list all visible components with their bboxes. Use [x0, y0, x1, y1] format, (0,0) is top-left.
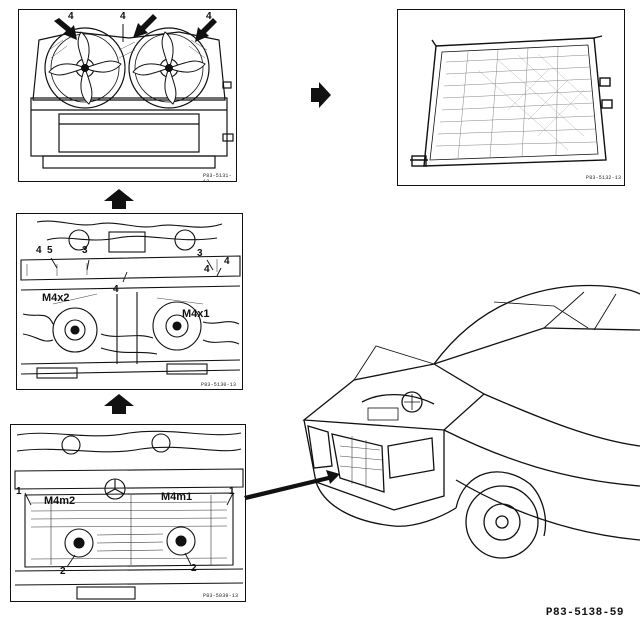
label-fan-motor-m4m2: M4m2 [44, 495, 76, 507]
front-grille-drawing [14, 430, 244, 600]
callout-2-right: 2 [191, 563, 197, 574]
callout-2-left: 2 [60, 566, 66, 577]
car-overview-drawing [244, 284, 640, 559]
panel-fan-assembly: 4 4 4 P83-5131-13 [18, 9, 237, 182]
fan-assembly-drawing [30, 14, 234, 169]
engine-bay-drawing [20, 220, 241, 379]
callout-4-center: 4 [120, 11, 126, 22]
callout-1-right: 1 [229, 486, 235, 497]
panel-reference-code: P83-5039-13 [203, 593, 239, 599]
callout-4-upper-left: 4 [36, 245, 42, 256]
panel-reference-code: P83-5132-13 [586, 175, 622, 181]
figure-reference-code: P83-5138-59 [545, 607, 624, 619]
callout-1-left: 1 [16, 486, 22, 497]
callout-5: 5 [47, 245, 53, 256]
panel-condenser: P83-5132-13 [397, 9, 625, 186]
callout-4-right: 4 [206, 11, 212, 22]
callout-4-mid-right: 4 [204, 264, 210, 275]
callout-4-center: 4 [113, 284, 119, 295]
panel-reference-code: P83-5130-13 [201, 382, 237, 388]
arrow-right-icon [311, 82, 331, 108]
callout-4-left: 4 [68, 11, 74, 22]
arrow-up-icon [104, 189, 134, 209]
callout-4-right: 4 [224, 256, 230, 267]
panel-engine-bay: 4 5 3 3 4 4 4 M4x2 M4x1 P83-5130-13 [16, 213, 243, 390]
panel-reference-code: P83-5131-13 [203, 173, 232, 182]
arrow-up-icon [104, 394, 134, 414]
condenser-drawing [410, 35, 613, 167]
label-fan-motor-m4m1: M4m1 [161, 491, 193, 503]
label-fan-motor-m4x2: M4x2 [42, 292, 70, 304]
panel-front-grille: 1 1 M4m2 M4m1 2 2 P83-5039-13 [10, 424, 246, 602]
label-fan-motor-m4x1: M4x1 [182, 308, 210, 320]
callout-3-right: 3 [197, 248, 203, 259]
callout-3-left: 3 [82, 245, 88, 256]
